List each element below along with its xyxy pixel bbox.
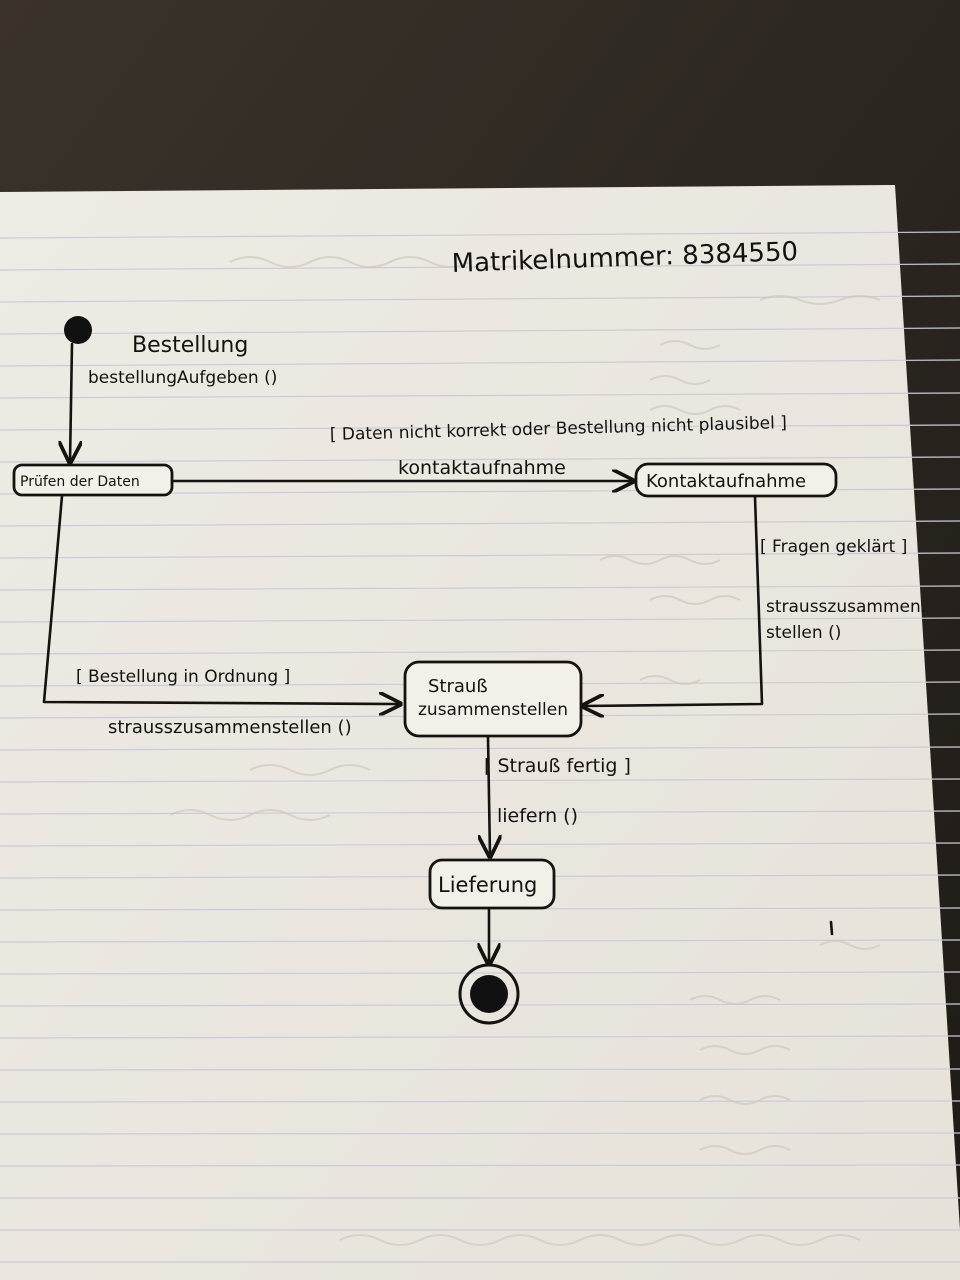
initial-event-label: Bestellung [132, 333, 248, 358]
state-kontakt-box [634, 462, 838, 498]
state-strauss-label-2: zusammenstellen [418, 700, 568, 720]
initial-node [64, 316, 92, 344]
transition-pruefen-strauss-guard: [ Bestellung in Ordnung ] [76, 667, 290, 687]
state-kontakt-label: Kontaktaufnahme [646, 471, 806, 492]
state-strauss-label-1: Strauß [428, 676, 488, 697]
transition-kontakt-strauss-action-2: stellen () [766, 623, 841, 643]
show-through-marks [169, 256, 881, 1246]
state-strauss-box [403, 660, 583, 738]
final-node-center [470, 975, 508, 1013]
stray-pen-mark [829, 920, 834, 936]
initial-action-label: bestellungAufgeben () [88, 368, 277, 388]
state-pruefen-label: Prüfen der Daten [20, 474, 140, 490]
transition-kontakt-strauss-action-1: strausszusammen. [766, 597, 926, 617]
final-node-ring [458, 963, 520, 1025]
state-lieferung-box [428, 858, 556, 910]
transition-strauss-lieferung-line [488, 735, 490, 856]
transition-pruefen-strauss-action: strausszusammenstellen () [108, 717, 352, 738]
transition-kontakt-strauss-line [583, 495, 764, 706]
transition-pruefen-kontakt-action: kontaktaufnahme [398, 457, 566, 479]
transition-strauss-lieferung-guard: [ Strauß fertig ] [484, 755, 631, 777]
transition-pruefen-strauss-line [42, 494, 400, 704]
transition-kontakt-strauss-guard: [ Fragen geklärt ] [760, 537, 907, 557]
initial-transition-line [70, 342, 72, 462]
state-lieferung-label: Lieferung [438, 873, 537, 897]
transition-strauss-lieferung-action: liefern () [497, 805, 578, 827]
